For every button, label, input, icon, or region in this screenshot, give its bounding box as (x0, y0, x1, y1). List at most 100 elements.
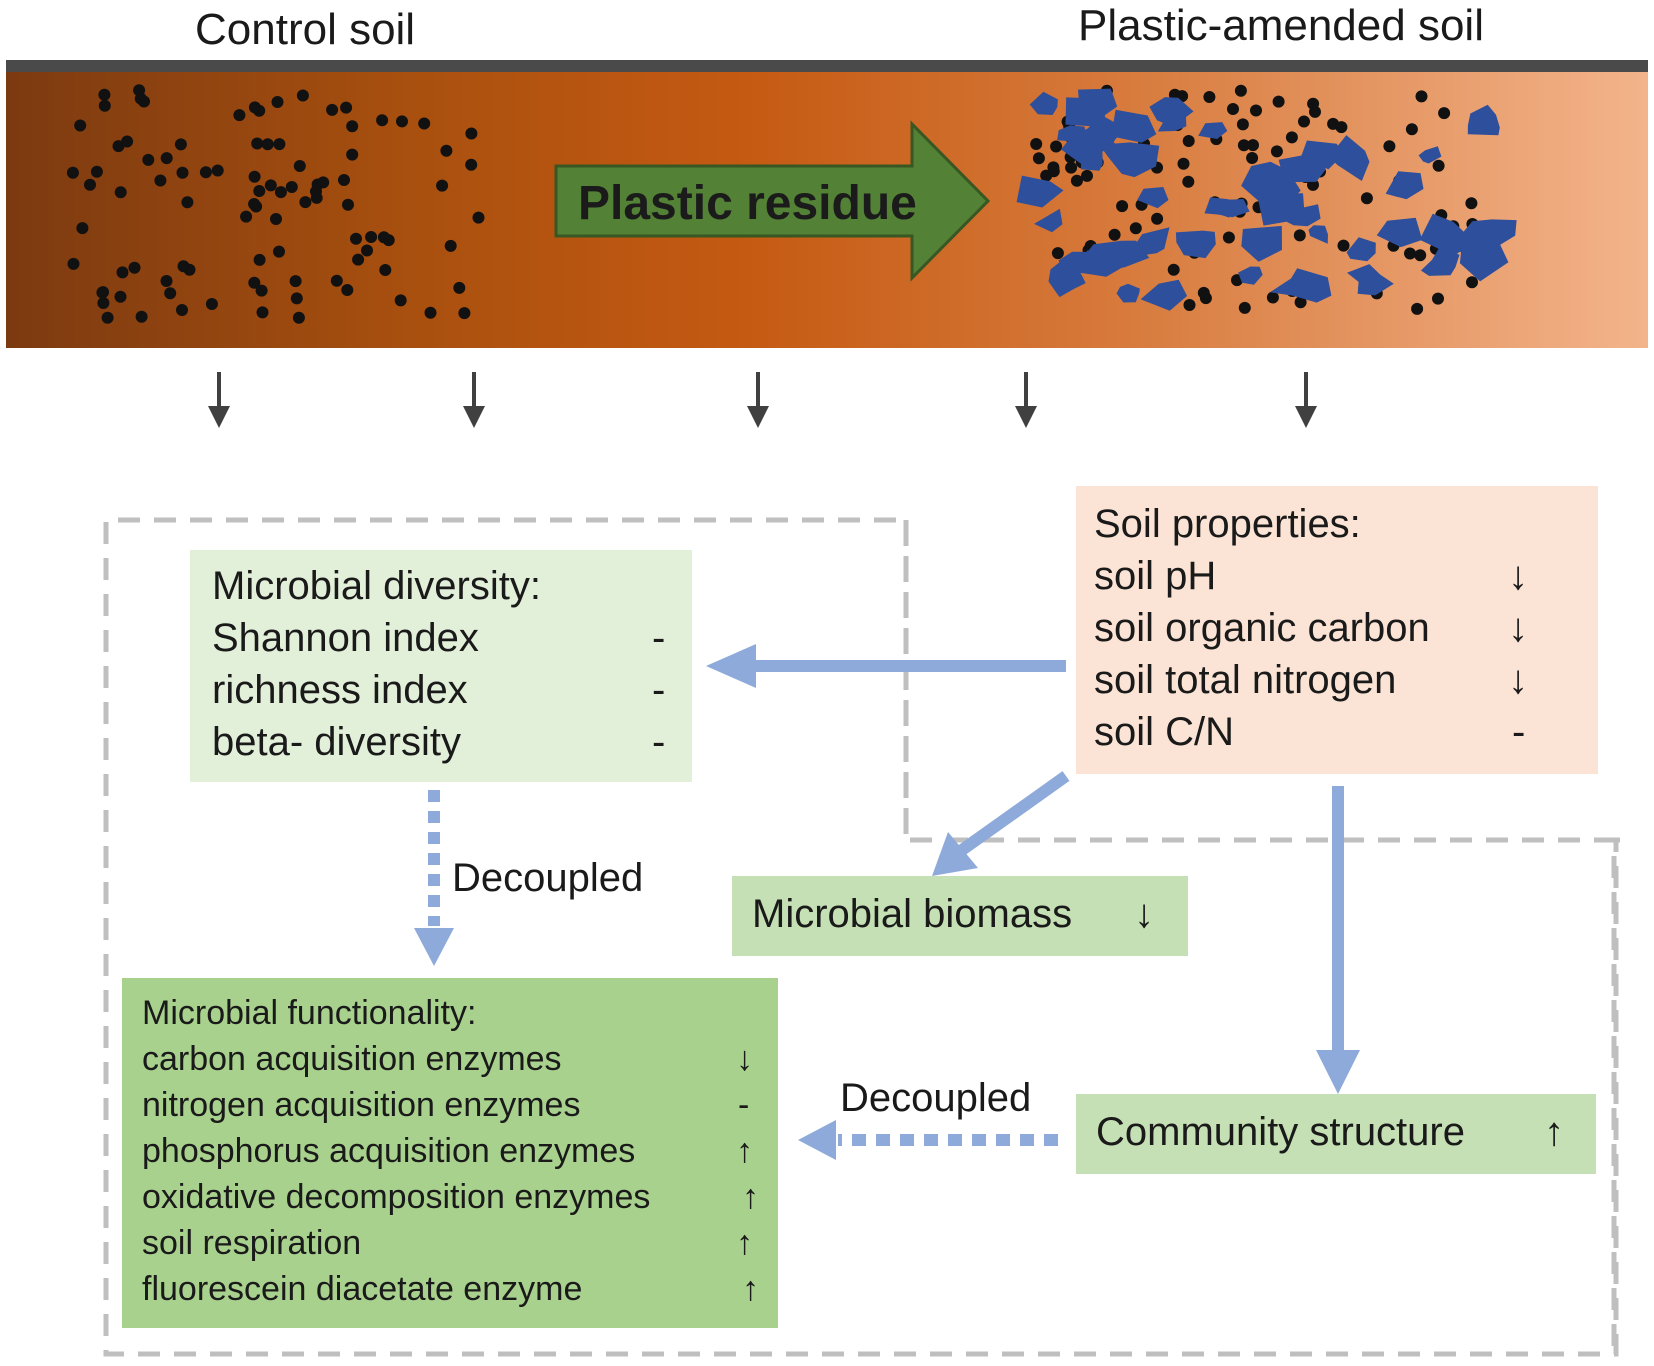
soil-particle (290, 292, 303, 305)
soil-particle (270, 213, 282, 225)
plastic-fragment (1376, 217, 1423, 248)
soil-property-row: soil total nitrogen ↓ (1094, 658, 1574, 710)
soil-properties-title: Soil properties: (1094, 502, 1361, 546)
community-structure-box: Community structure ↑ (1076, 1094, 1596, 1174)
plastic-fragment (1204, 197, 1239, 218)
plastic-residue-arrow (554, 120, 991, 282)
plastic-fragment (1241, 225, 1282, 262)
soil-particle (342, 198, 354, 211)
plastic-fragment (1270, 268, 1332, 303)
soil-particle (1237, 139, 1250, 152)
plastic-fragment (1086, 240, 1150, 271)
soil-particle (233, 109, 246, 122)
soil-particle (253, 253, 266, 266)
microbial-biomass-symbol: ↓ (1134, 892, 1154, 936)
soil-particle (1272, 95, 1285, 108)
soil-particle (1247, 139, 1259, 152)
soil-particle (264, 179, 277, 192)
functionality-row: fluorescein diacetate enzyme ↑ (142, 1270, 762, 1314)
diversity-row: Shannon index - (212, 616, 672, 668)
down-arrow-1 (208, 372, 230, 428)
soil-particle (1432, 159, 1445, 172)
soil-particle (121, 135, 134, 148)
community-structure-row: Community structure ↑ (1096, 1110, 1576, 1162)
soil-property-symbol: ↓ (1508, 554, 1528, 598)
soil-particle (458, 307, 471, 320)
decoupled-label-vertical: Decoupled (452, 856, 644, 900)
soil-particle (453, 281, 466, 294)
down-arrow-4 (1015, 372, 1037, 428)
soil-property-symbol: ↓ (1508, 658, 1528, 702)
soil-particle (1466, 276, 1478, 289)
soil-particle (176, 304, 188, 316)
soil-particle (350, 232, 362, 245)
soil-particle (251, 137, 264, 150)
soil-particle (128, 261, 141, 274)
soil-particle (164, 287, 177, 300)
soil-particle (285, 181, 298, 193)
soil-particle (1040, 169, 1053, 182)
plastic-fragment (1467, 104, 1500, 136)
plastic-fragment (1080, 150, 1103, 171)
soil-particle (1337, 239, 1350, 252)
functionality-row-symbol: ↑ (736, 1224, 753, 1262)
plastic-fragment (1099, 142, 1160, 178)
functionality-row-symbol: ↑ (736, 1132, 753, 1170)
down-arrow-2 (463, 372, 485, 428)
plastic-fragment (1116, 283, 1140, 303)
soil-particle (248, 101, 261, 114)
diversity-row-symbol: - (652, 720, 666, 764)
soil-particle (1182, 135, 1195, 147)
soil-particle (310, 191, 323, 204)
soil-particle (177, 260, 190, 273)
arrow-soil-to-biomass (932, 771, 1070, 876)
soil-particle (440, 144, 453, 157)
plastic-fragment (1420, 247, 1460, 276)
arrow-soil-to-community (1316, 786, 1360, 1094)
diversity-row: richness index - (212, 668, 672, 720)
soil-particle (160, 275, 173, 287)
soil-property-label: soil organic carbon (1094, 606, 1430, 650)
soil-particle (1405, 123, 1418, 136)
soil-particle (1151, 212, 1164, 225)
plastic-fragment (1175, 230, 1216, 259)
plastic-fragment (1065, 97, 1106, 127)
soil-particle (340, 101, 353, 114)
functionality-row-symbol: - (738, 1086, 750, 1124)
soil-particle (1294, 296, 1307, 309)
soil-particle (1236, 118, 1249, 131)
microbial-functionality-box: Microbial functionality: carbon acquisit… (122, 978, 778, 1328)
soil-particle (346, 120, 359, 133)
soil-particle (90, 165, 103, 178)
plastic-fragment (1301, 140, 1344, 170)
functionality-row: carbon acquisition enzymes ↓ (142, 1040, 762, 1084)
soil-particle (1050, 140, 1063, 153)
soil-particle (274, 186, 287, 199)
microbial-biomass-label: Microbial biomass (752, 892, 1073, 936)
soil-particle (1411, 302, 1424, 315)
soil-particle (1070, 174, 1083, 187)
plastic-residue-label: Plastic residue (578, 177, 917, 230)
soil-particle (261, 138, 274, 151)
plastic-fragment (1140, 279, 1188, 311)
functionality-row-label: oxidative decomposition enzymes (142, 1178, 651, 1216)
soil-particle (142, 153, 155, 166)
soil-particle (1246, 152, 1259, 164)
soil-particle (66, 166, 79, 179)
soil-particle (1177, 157, 1190, 170)
soil-particle (394, 294, 407, 307)
soil-particle (1285, 131, 1298, 144)
soil-particle (1129, 222, 1142, 235)
soil-particle (376, 114, 389, 127)
soil-particle (352, 253, 365, 266)
functionality-row-label: carbon acquisition enzymes (142, 1040, 562, 1078)
soil-particle (1203, 91, 1216, 103)
soil-property-symbol: - (1512, 710, 1526, 754)
microbial-diversity-box: Microbial diversity: Shannon index - ric… (190, 550, 692, 782)
plastic-fragment (1463, 219, 1517, 249)
diversity-row-label: Shannon index (212, 616, 479, 660)
soil-particle (365, 231, 378, 243)
soil-particle (1065, 161, 1078, 174)
plastic-fragment (1346, 237, 1376, 262)
soil-particle (248, 170, 261, 183)
